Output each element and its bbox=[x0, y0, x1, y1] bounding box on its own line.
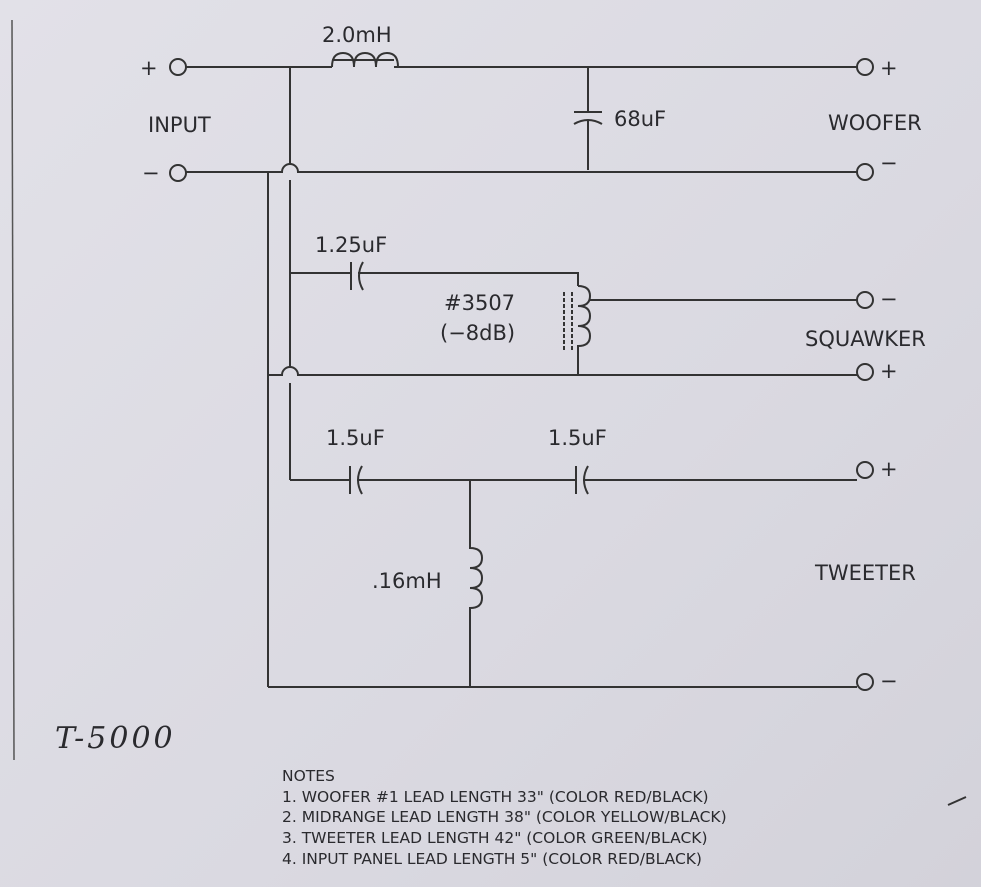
input-minus-terminal bbox=[169, 164, 187, 182]
squawker-plus-sign: + bbox=[880, 359, 898, 383]
model-handwritten: T-5000 bbox=[55, 721, 176, 756]
squawker-minus-terminal bbox=[856, 291, 874, 309]
inductor-016mh-label: .16mH bbox=[372, 569, 442, 593]
tweeter-minus-terminal bbox=[856, 673, 874, 691]
input-plus-terminal bbox=[169, 58, 187, 76]
notes-heading: NOTES bbox=[282, 767, 335, 785]
input-label: INPUT bbox=[148, 113, 211, 137]
input-minus-sign: − bbox=[142, 161, 160, 185]
note-item: 3. TWEETER LEAD LENGTH 42" (COLOR GREEN/… bbox=[282, 829, 708, 847]
inductor-2mh-symbol bbox=[331, 51, 399, 68]
tweeter-label: TWEETER bbox=[814, 561, 916, 585]
pen-mark bbox=[947, 796, 967, 806]
autoformer-3507-symbol bbox=[577, 285, 592, 375]
capacitor-68uf-label: 68uF bbox=[614, 107, 666, 131]
tweeter-plus-sign: + bbox=[880, 457, 898, 481]
capacitor-68uf-symbol bbox=[573, 67, 603, 170]
capacitor-1-5uf-1-label: 1.5uF bbox=[326, 426, 385, 450]
tweeter-capacitors-symbol bbox=[290, 465, 857, 495]
capacitor-1-5uf-2-label: 1.5uF bbox=[548, 426, 607, 450]
woofer-minus-sign: − bbox=[880, 151, 898, 175]
woofer-minus-terminal bbox=[856, 163, 874, 181]
autoformer-level-label: (−8dB) bbox=[440, 321, 515, 345]
woofer-plus-sign: + bbox=[880, 56, 898, 80]
input-plus-sign: + bbox=[140, 56, 158, 80]
capacitor-1-25uf-label: 1.25uF bbox=[315, 233, 387, 257]
inductor-016mh-symbol bbox=[469, 480, 484, 687]
inductor-2mh-label: 2.0mH bbox=[322, 23, 392, 47]
wire bbox=[186, 163, 857, 173]
squawker-plus-terminal bbox=[856, 363, 874, 381]
tweeter-minus-sign: − bbox=[880, 669, 898, 693]
capacitor-1-25uf-symbol bbox=[290, 261, 579, 291]
woofer-plus-terminal bbox=[856, 58, 874, 76]
autoformer-core bbox=[563, 292, 573, 350]
autoformer-part-label: #3507 bbox=[444, 291, 515, 315]
wire bbox=[268, 366, 857, 376]
note-item: 2. MIDRANGE LEAD LENGTH 38" (COLOR YELLO… bbox=[282, 808, 727, 826]
note-item: 4. INPUT PANEL LEAD LENGTH 5" (COLOR RED… bbox=[282, 850, 702, 868]
note-item: 1. WOOFER #1 LEAD LENGTH 33" (COLOR RED/… bbox=[282, 788, 709, 806]
tweeter-plus-terminal bbox=[856, 461, 874, 479]
squawker-minus-sign: − bbox=[880, 287, 898, 311]
page-edge-line bbox=[11, 19, 15, 761]
woofer-label: WOOFER bbox=[828, 111, 922, 135]
squawker-label: SQUAWKER bbox=[805, 327, 926, 351]
